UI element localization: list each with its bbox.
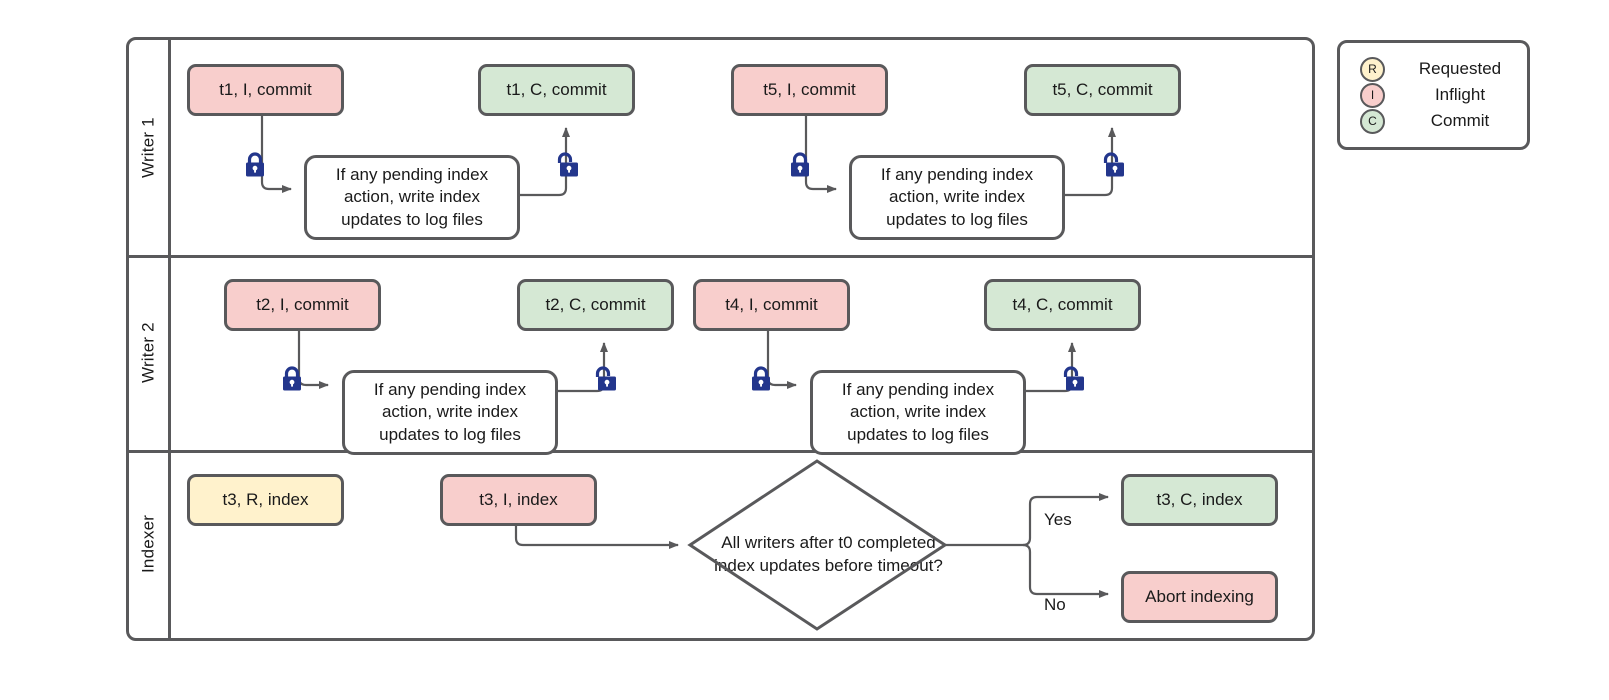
lane-header-writer-1: Writer 1 xyxy=(129,40,171,255)
legend-item-commit: C Commit xyxy=(1360,108,1527,134)
lane-label-writer-2: Writer 2 xyxy=(138,322,158,383)
node-w1-t1-commit[interactable]: t1, C, commit xyxy=(478,64,635,116)
edge-label-yes: Yes xyxy=(1042,510,1074,530)
node-indexer-abort[interactable]: Abort indexing xyxy=(1121,571,1278,623)
legend-box: R Requested I Inflight C Commit xyxy=(1337,40,1530,150)
edge-label-no: No xyxy=(1042,595,1068,615)
unlocked-padlock-icon xyxy=(1063,366,1084,391)
lane-header-writer-2: Writer 2 xyxy=(129,255,171,450)
unlocked-padlock-icon xyxy=(595,366,616,391)
node-w2-t4-commit[interactable]: t4, C, commit xyxy=(984,279,1141,331)
legend-badge-commit-icon: C xyxy=(1360,108,1385,134)
node-w2-process-1[interactable]: If any pending index action, write index… xyxy=(342,370,558,455)
node-w1-process-2[interactable]: If any pending index action, write index… xyxy=(849,155,1065,240)
legend-label-commit: Commit xyxy=(1430,111,1490,130)
node-w1-t5-inflight[interactable]: t5, I, commit xyxy=(731,64,888,116)
locked-padlock-icon xyxy=(791,152,809,177)
lane-label-indexer: Indexer xyxy=(138,514,158,574)
node-w2-process-2[interactable]: If any pending index action, write index… xyxy=(810,370,1026,455)
legend-badge-inflight-icon: I xyxy=(1360,82,1385,108)
legend-badge-requested-icon: R xyxy=(1360,56,1385,82)
unlocked-padlock-icon xyxy=(557,152,578,177)
node-w1-process-1[interactable]: If any pending index action, write index… xyxy=(304,155,520,240)
node-indexer-decision-label[interactable]: All writers after t0 completed index upd… xyxy=(714,533,943,575)
locked-padlock-icon xyxy=(752,366,770,391)
legend-label-inflight: Inflight xyxy=(1434,85,1486,104)
lane-divider-1 xyxy=(129,255,1312,258)
legend-item-requested: R Requested xyxy=(1360,56,1527,82)
node-indexer-t3-inflight[interactable]: t3, I, index xyxy=(440,474,597,526)
locked-padlock-icon xyxy=(283,366,301,391)
node-indexer-t3-requested[interactable]: t3, R, index xyxy=(187,474,344,526)
lane-divider-2 xyxy=(129,450,1312,453)
node-w2-t4-inflight[interactable]: t4, I, commit xyxy=(693,279,850,331)
locked-padlock-icon xyxy=(246,152,264,177)
swimlane-container: Writer 1 Writer 2 Indexer t1, I, commit … xyxy=(126,37,1315,641)
lane-label-writer-1: Writer 1 xyxy=(138,117,158,178)
node-w1-t1-inflight[interactable]: t1, I, commit xyxy=(187,64,344,116)
lane-header-indexer: Indexer xyxy=(129,450,171,638)
node-w2-t2-inflight[interactable]: t2, I, commit xyxy=(224,279,381,331)
node-w2-t2-commit[interactable]: t2, C, commit xyxy=(517,279,674,331)
node-indexer-t3-commit[interactable]: t3, C, index xyxy=(1121,474,1278,526)
node-w1-t5-commit[interactable]: t5, C, commit xyxy=(1024,64,1181,116)
legend-item-inflight: I Inflight xyxy=(1360,82,1527,108)
legend-label-requested: Requested xyxy=(1418,59,1502,78)
unlocked-padlock-icon xyxy=(1103,152,1124,177)
